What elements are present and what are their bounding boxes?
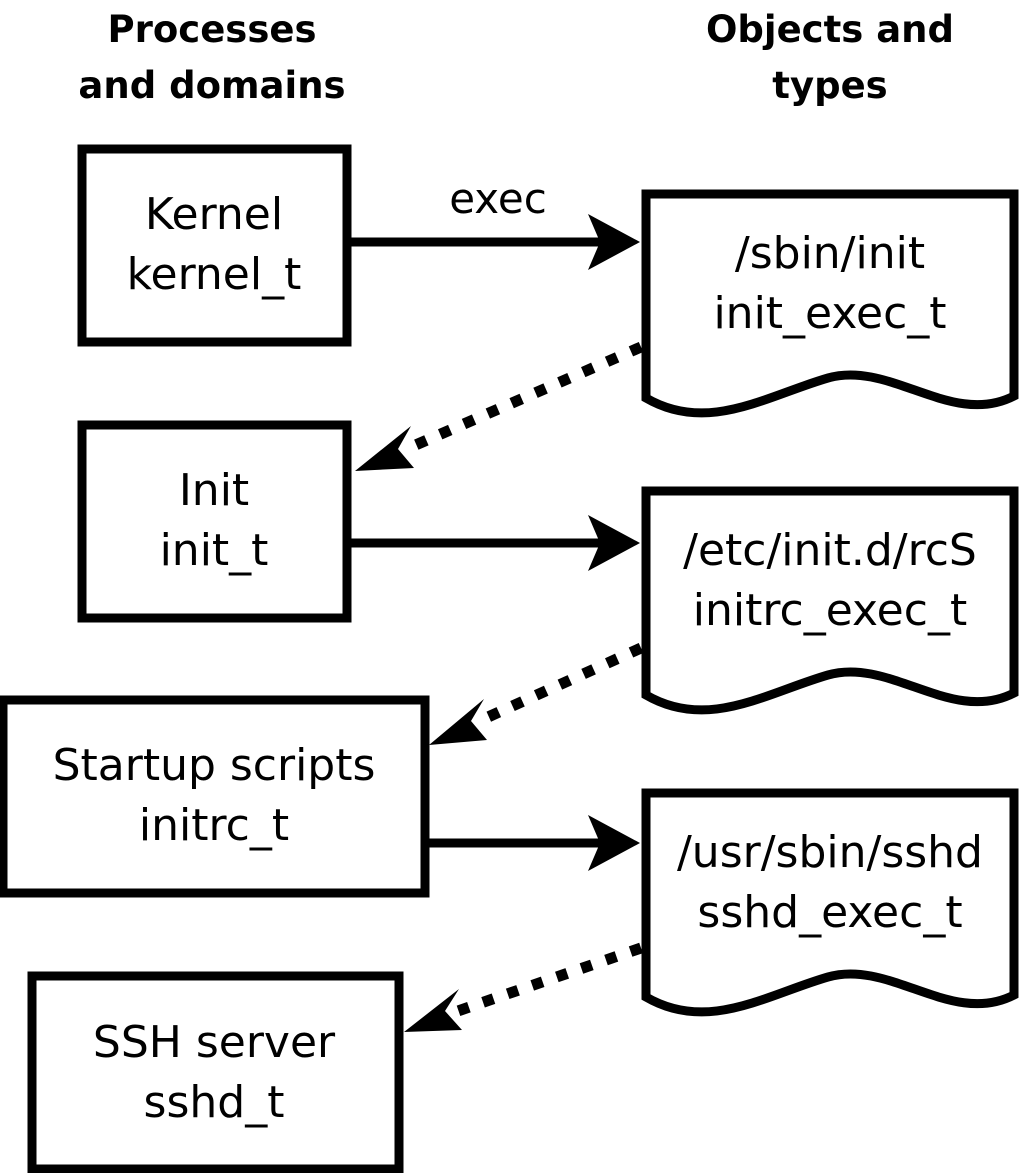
node-init-exec-line2: init_exec_t [713,288,946,339]
node-kernel[interactable]: Kernel kernel_t [77,144,352,347]
node-initrc-line2: initrc_t [139,800,289,851]
node-init-line2: init_t [160,525,269,576]
node-init-line1: Init [179,465,249,516]
node-initrc-exec-line1: /etc/init.d/rcS [683,525,977,576]
node-init-box[interactable] [77,420,352,623]
node-sshd[interactable]: SSH server sshd_t [27,971,404,1173]
edge-kernel-exec-init-exec-arrowhead [588,214,640,270]
node-initrc-exec-document[interactable] [641,486,1019,715]
node-initrc[interactable]: Startup scripts initrc_t [0,695,430,898]
node-sshd-exec-document[interactable] [641,788,1019,1017]
node-kernel-box[interactable] [77,144,352,347]
node-sshd-line1: SSH server [93,1017,336,1068]
edge-init-exec-transition-init [355,341,644,471]
node-sshd-exec-line2: sshd_exec_t [697,887,962,938]
edge-initrc-exec-sshd-exec-arrowhead [588,815,640,871]
node-kernel-line1: Kernel [145,189,283,240]
node-initrc-exec-line2: initrc_exec_t [693,585,967,636]
edge-init-exec-transition-init-line [401,341,644,456]
node-initrc-line1: Startup scripts [53,740,376,791]
edge-init-exec-initrc-exec-arrowhead [588,515,640,571]
node-init[interactable]: Init init_t [77,420,352,623]
column-header-objects-line1: Objects and [706,8,954,51]
column-header-objects-line2: types [772,64,887,107]
node-sshd-exec-line1: /usr/sbin/sshd [677,827,983,878]
edge-sshd-exec-transition-sshd [404,942,643,1032]
edge-sshd-exec-transition-sshd-line [450,942,643,1019]
column-header-objects: Objects and types [706,8,954,107]
node-sshd-box[interactable] [27,971,404,1173]
edge-init-exec-initrc-exec [347,515,640,571]
edge-label-exec: exec [449,174,547,223]
node-init-exec-line1: /sbin/init [735,228,925,279]
node-init-exec-document[interactable] [641,189,1019,418]
edge-kernel-exec-init-exec: exec [347,174,640,270]
node-init-exec[interactable]: /sbin/init init_exec_t [641,189,1019,418]
node-kernel-line2: kernel_t [127,249,302,300]
edge-initrc-exec-transition-initrc-arrowhead [429,699,487,745]
node-sshd-exec[interactable]: /usr/sbin/sshd sshd_exec_t [641,788,1019,1017]
column-header-processes-line1: Processes [108,8,317,51]
column-header-processes-line2: and domains [78,64,345,107]
edge-initrc-exec-sshd-exec [425,815,640,871]
edge-sshd-exec-transition-sshd-arrowhead [404,989,462,1032]
node-initrc-box[interactable] [0,695,430,898]
column-header-processes: Processes and domains [78,8,345,107]
edge-initrc-exec-transition-initrc [429,642,644,745]
edge-initrc-exec-transition-initrc-line [474,642,644,728]
node-initrc-exec[interactable]: /etc/init.d/rcS initrc_exec_t [641,486,1019,715]
node-sshd-line2: sshd_t [144,1077,285,1128]
edge-init-exec-transition-init-arrowhead [355,426,414,471]
